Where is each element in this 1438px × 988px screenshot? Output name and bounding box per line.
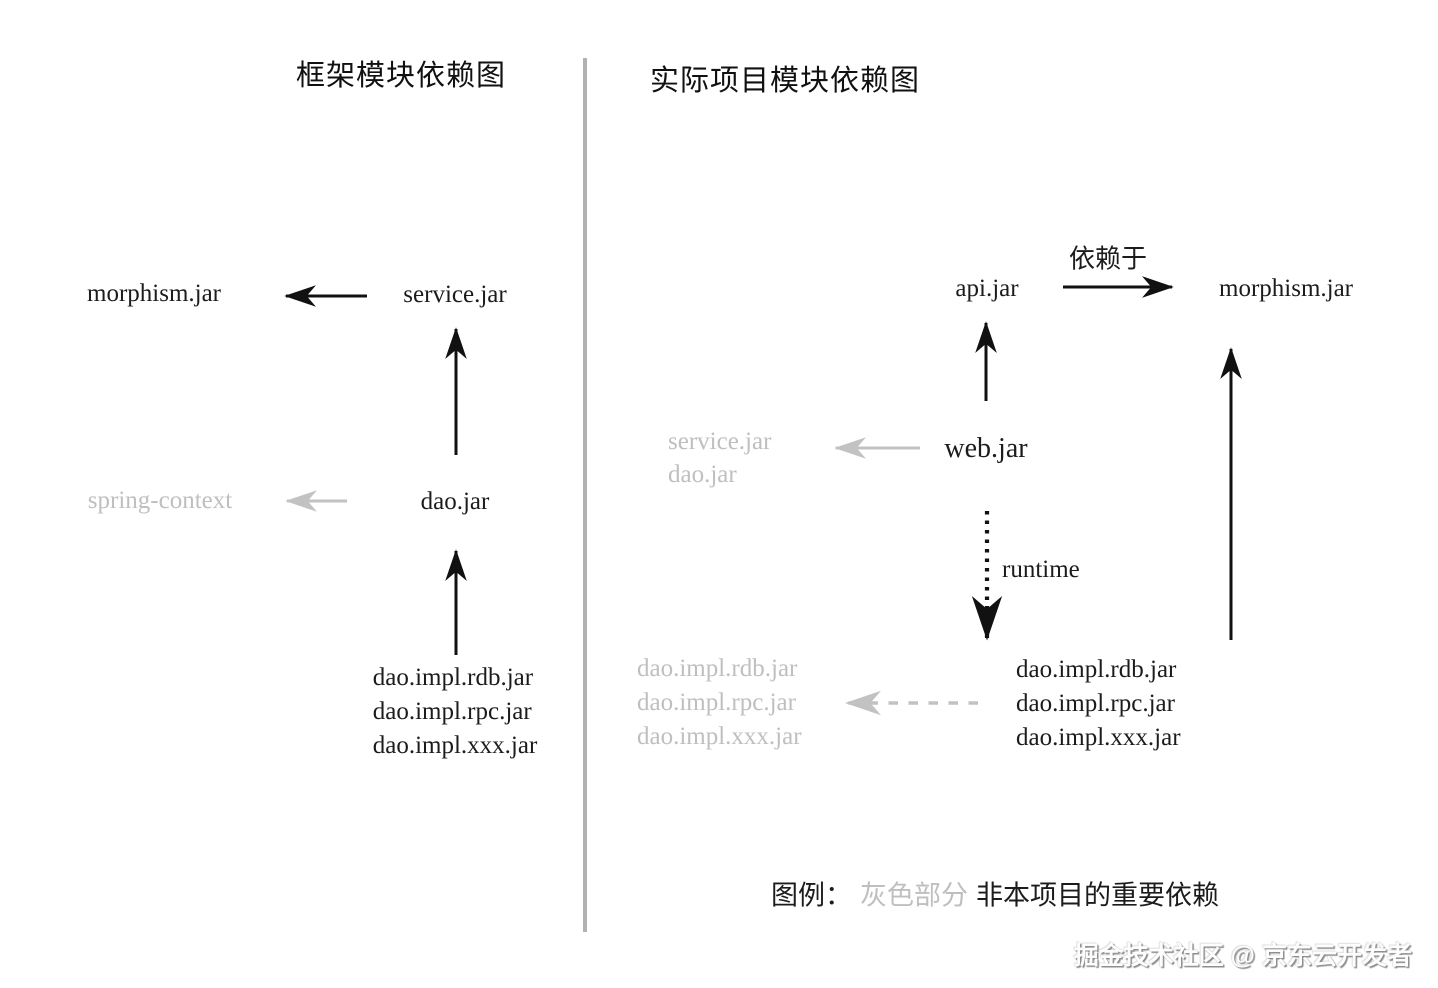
node-dao-jar-left: dao.jar xyxy=(420,488,490,515)
node-morphism-jar-right: morphism.jar xyxy=(1218,275,1354,302)
watermark: 掘金技术社区 @ 京东云开发者 xyxy=(1073,942,1412,970)
impl-line: dao.impl.rdb.jar xyxy=(372,664,534,691)
node-service-jar-left: service.jar xyxy=(403,281,507,308)
impl-line: dao.impl.rpc.jar xyxy=(1016,690,1175,717)
legend: 图例： 灰色部分 非本项目的重要依赖 xyxy=(771,874,1219,913)
legend-description: 非本项目的重要依赖 xyxy=(976,880,1219,911)
gray-dao-line: dao.jar xyxy=(668,461,737,488)
impl-gray-line: dao.impl.xxx.jar xyxy=(637,723,802,750)
impl-line: dao.impl.xxx.jar xyxy=(372,732,538,759)
node-dao-impl-list-left: dao.impl.rdb.jar dao.impl.rpc.jar dao.im… xyxy=(373,661,538,763)
node-morphism-jar-left: morphism.jar xyxy=(86,280,222,307)
impl-line: dao.impl.rdb.jar xyxy=(1016,656,1177,683)
panel-divider xyxy=(583,58,587,932)
legend-gray-sample: 灰色部分 xyxy=(860,880,968,911)
node-service-dao-gray: service.jar dao.jar xyxy=(668,425,771,491)
node-dao-impl-list-right: dao.impl.rdb.jar dao.impl.rpc.jar dao.im… xyxy=(1016,653,1181,755)
node-api-jar: api.jar xyxy=(955,275,1019,302)
label-runtime: runtime xyxy=(1002,556,1080,583)
legend-prefix: 图例： xyxy=(771,880,852,911)
impl-line: dao.impl.xxx.jar xyxy=(1016,724,1181,751)
impl-line: dao.impl.rpc.jar xyxy=(372,698,532,725)
left-panel-title: 框架模块依赖图 xyxy=(295,60,507,92)
right-panel-title: 实际项目模块依赖图 xyxy=(650,65,921,97)
node-dao-impl-list-gray: dao.impl.rdb.jar dao.impl.rpc.jar dao.im… xyxy=(637,652,802,754)
node-spring-context: spring-context xyxy=(87,487,233,514)
label-depends-on: 依赖于 xyxy=(1068,244,1148,274)
node-web-jar: web.jar xyxy=(944,433,1028,464)
gray-service-line: service.jar xyxy=(668,428,772,455)
impl-gray-line: dao.impl.rdb.jar xyxy=(637,655,798,682)
impl-gray-line: dao.impl.rpc.jar xyxy=(637,689,796,716)
